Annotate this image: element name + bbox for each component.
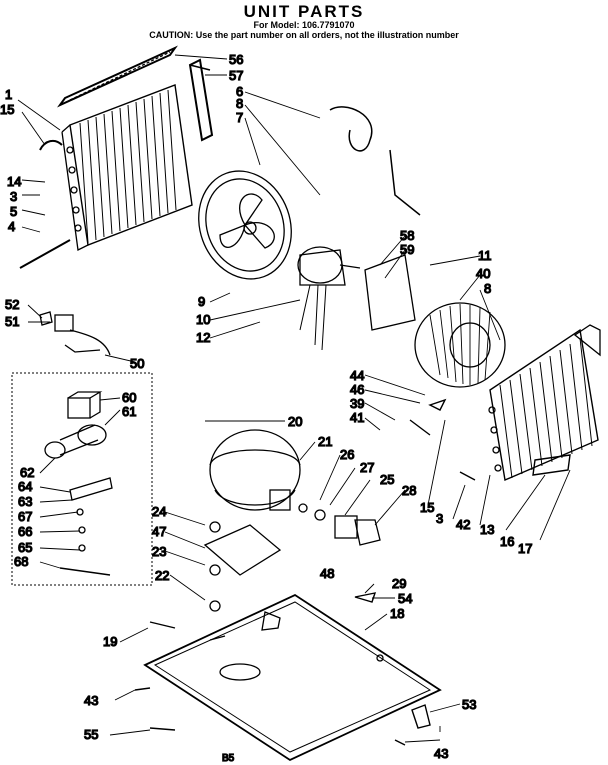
- base-pan: [143, 593, 442, 762]
- callout-12: 12: [196, 330, 210, 345]
- blower-fan: [198, 170, 292, 280]
- callout-51: 51: [5, 314, 19, 329]
- callout-8: 8: [236, 96, 243, 111]
- callout-18: 18: [390, 606, 404, 621]
- callout-55: 55: [84, 727, 98, 742]
- callout-8-right: 8: [484, 281, 491, 296]
- callout-65: 65: [18, 540, 32, 555]
- callout-50: 50: [130, 356, 144, 371]
- callout-43-bottom: 43: [434, 746, 448, 761]
- callout-15: 15: [0, 102, 14, 117]
- callout-47: 47: [152, 524, 166, 539]
- capillary-tube: [329, 106, 421, 216]
- callout-3-right: 3: [436, 511, 443, 526]
- callout-7: 7: [236, 110, 243, 125]
- small-hardware: [134, 398, 571, 746]
- callout-14: 14: [7, 174, 21, 189]
- callout-26: 26: [340, 447, 354, 462]
- callout-25: 25: [380, 472, 394, 487]
- callout-62: 62: [20, 465, 34, 480]
- callouts: 1 15 14 3 5 4 56 57 6 8 7 58 59 11 40 8 …: [0, 51, 533, 764]
- callout-66: 66: [18, 524, 32, 539]
- callout-21: 21: [318, 434, 332, 449]
- selector-switch: [39, 311, 111, 356]
- callout-48: 48: [320, 566, 334, 581]
- callout-64: 64: [18, 479, 32, 494]
- callout-41: 41: [350, 410, 364, 425]
- callout-29: 29: [392, 576, 406, 591]
- callout-68: 68: [14, 554, 28, 569]
- evaporator-coil: [19, 84, 193, 269]
- callout-57: 57: [229, 68, 243, 83]
- callout-23: 23: [152, 544, 166, 559]
- callout-43-left: 43: [84, 693, 98, 708]
- callout-3: 3: [10, 189, 17, 204]
- callout-5: 5: [10, 204, 17, 219]
- callout-39: 39: [350, 396, 364, 411]
- callout-40: 40: [476, 266, 490, 281]
- compressor: [209, 429, 301, 511]
- callout-9: 9: [198, 294, 205, 309]
- callout-16: 16: [500, 534, 514, 549]
- seal-strip: [57, 45, 214, 142]
- callout-56: 56: [229, 52, 243, 67]
- motor-mount-plate: [364, 254, 416, 331]
- callout-67: 67: [18, 509, 32, 524]
- callout-42: 42: [456, 517, 470, 532]
- callout-53: 53: [462, 697, 476, 712]
- callout-19: 19: [103, 634, 117, 649]
- callout-59: 59: [400, 242, 414, 257]
- callout-61: 61: [122, 404, 136, 419]
- caution-note: CAUTION: Use the part number on all orde…: [149, 30, 459, 40]
- leader-lines: [17, 54, 571, 743]
- callout-6: 6: [236, 84, 243, 99]
- callout-27: 27: [360, 460, 374, 475]
- callout-11: 11: [478, 248, 492, 263]
- fan-motor: [297, 246, 361, 351]
- callout-63: 63: [18, 494, 32, 509]
- callout-46: 46: [350, 382, 364, 397]
- callout-44: 44: [350, 368, 364, 383]
- callout-58: 58: [400, 228, 414, 243]
- callout-15-right: 15: [420, 500, 434, 515]
- callout-52: 52: [5, 297, 19, 312]
- callout-1: 1: [5, 87, 12, 102]
- callout-17: 17: [518, 541, 532, 556]
- compressor-mount: [203, 521, 282, 612]
- model-number: For Model: 106.7791070: [253, 20, 355, 30]
- callout-24: 24: [152, 504, 166, 519]
- callout-60: 60: [122, 390, 136, 405]
- callout-20: 20: [288, 414, 302, 429]
- callout-4: 4: [8, 219, 15, 234]
- footer-code: B5: [222, 753, 235, 764]
- callout-22: 22: [155, 568, 169, 583]
- overload-relay: [298, 503, 381, 546]
- control-group-frame: [11, 372, 153, 586]
- callout-13: 13: [480, 522, 494, 537]
- callout-28: 28: [402, 483, 416, 498]
- control-parts: [44, 391, 113, 576]
- condenser-coil: [488, 324, 601, 481]
- blower-wheel: [414, 302, 506, 388]
- callout-54: 54: [398, 591, 412, 606]
- callout-10: 10: [196, 312, 210, 327]
- diagram-title: UNIT PARTS: [243, 2, 365, 21]
